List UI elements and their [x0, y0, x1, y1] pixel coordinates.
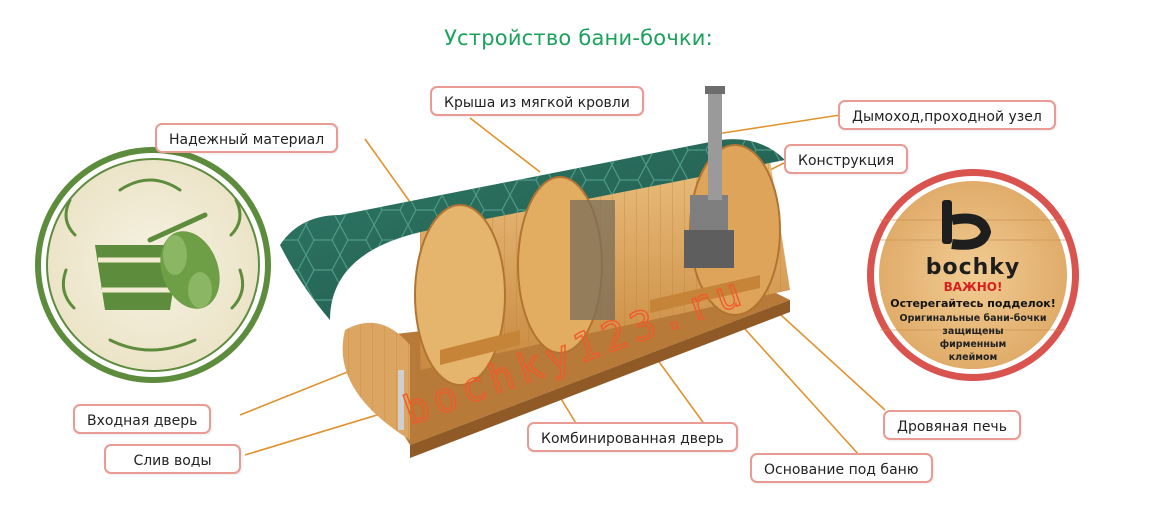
badge-line4: клеймом — [948, 352, 998, 363]
page-title: Устройство бани-бочки: — [444, 26, 713, 50]
brand-logo-icon — [942, 200, 992, 250]
label-foundation: Основание под баню — [750, 453, 933, 483]
badge-line1: Оригинальные бани-бочки — [899, 313, 1047, 324]
barrel-sauna-icon — [280, 86, 790, 458]
label-stove: Дровяная печь — [883, 410, 1021, 440]
label-material: Надежный материал — [155, 123, 339, 153]
badge-important: ВАЖНО! — [943, 280, 1003, 294]
label-combined-door: Комбинированная дверь — [527, 422, 738, 452]
badge-line3: фирменным — [939, 339, 1007, 350]
label-roof: Крыша из мягкой кровли — [430, 86, 644, 116]
label-construction: Конструкция — [784, 144, 909, 174]
label-drain: Слив воды — [104, 444, 241, 474]
emblem-icon — [35, 147, 271, 383]
badge-line2: защищены — [942, 326, 1004, 337]
label-chimney: Дымоход,проходной узел — [838, 100, 1056, 130]
badge-warning: Остерегайтесь подделок! — [890, 297, 1056, 310]
authenticity-badge — [867, 169, 1079, 381]
badge-brand: bochky — [925, 255, 1021, 280]
label-entrance-door: Входная дверь — [73, 404, 212, 434]
